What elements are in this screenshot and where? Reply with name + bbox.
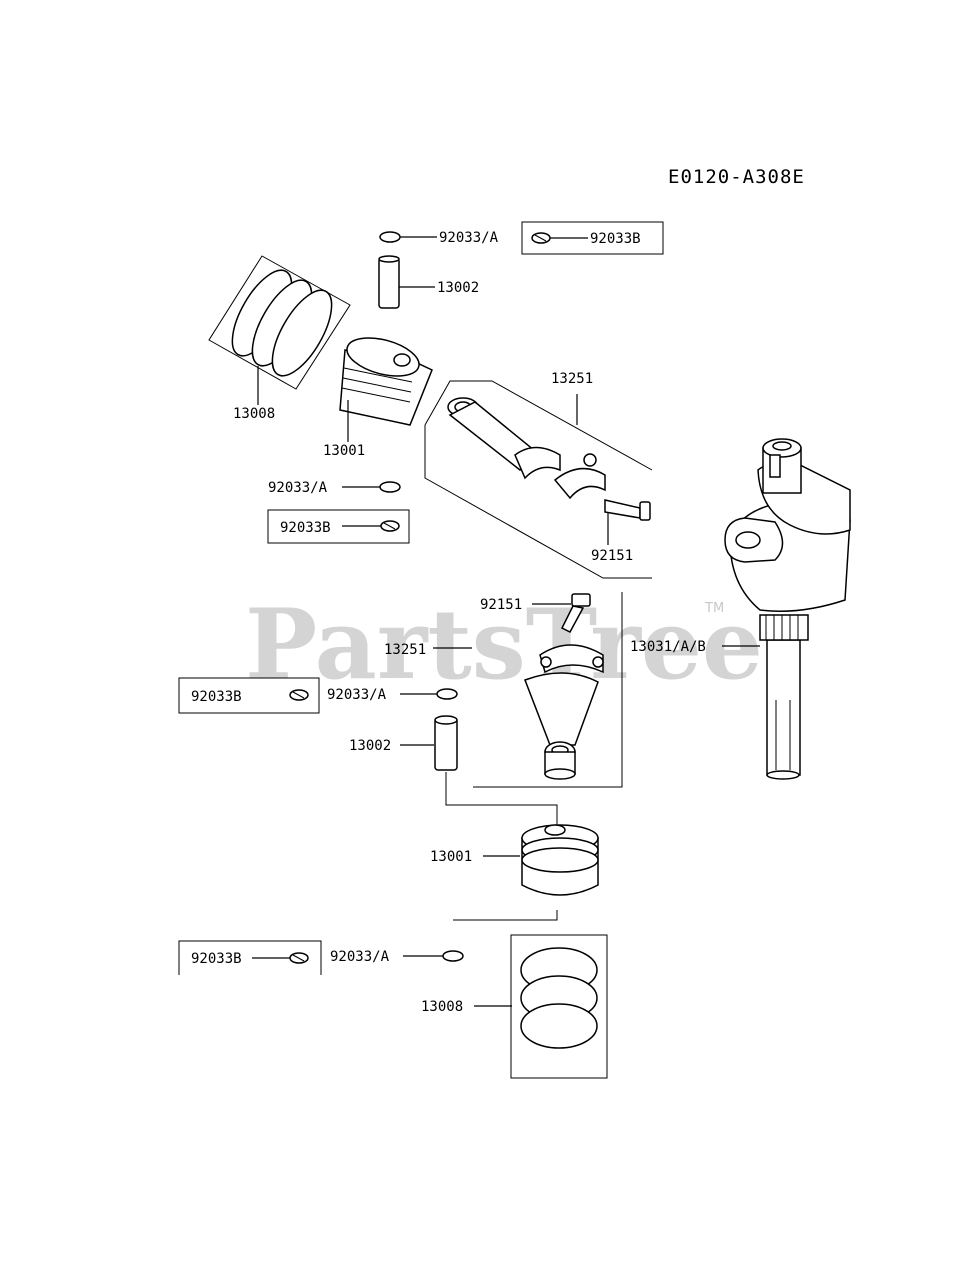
circlip-b-box [178, 940, 322, 975]
bolt-icon[interactable] [532, 593, 591, 633]
diagram-code: E0120-A308E [668, 166, 805, 188]
label-piston-top[interactable]: 13001 [323, 443, 365, 459]
circlip-b-icon[interactable] [252, 952, 309, 964]
watermark-text: PartsTree [245, 588, 763, 701]
label-circlip-low-b[interactable]: 92033B [191, 689, 242, 705]
piston-icon[interactable] [453, 824, 599, 921]
rod-frame [424, 380, 653, 471]
label-circlip-mid-a[interactable]: 92033/A [268, 480, 328, 496]
label-bolt-top[interactable]: 92151 [591, 548, 633, 564]
label-rod-low[interactable]: 13251 [384, 642, 426, 658]
circlip-b-icon[interactable] [342, 520, 400, 532]
rod-frame [473, 592, 623, 788]
watermark-tm: TM [704, 601, 724, 616]
label-piston-low[interactable]: 13001 [430, 849, 472, 865]
circlip-icon[interactable] [403, 950, 464, 962]
label-circlip-top-b[interactable]: 92033B [590, 231, 641, 247]
label-rod-top[interactable]: 13251 [551, 371, 593, 387]
label-bolt-low[interactable]: 92151 [480, 597, 522, 613]
circlip-b-box [521, 221, 664, 255]
circlip-icon[interactable] [379, 231, 437, 243]
bolt-icon[interactable] [604, 499, 651, 545]
circlip-b-icon[interactable] [531, 232, 588, 244]
circlip-b-icon[interactable] [289, 689, 309, 701]
label-rings-low[interactable]: 13008 [421, 999, 463, 1015]
piston-icon[interactable] [339, 331, 433, 442]
circlip-icon[interactable] [400, 688, 458, 700]
label-circlip-mid-b[interactable]: 92033B [280, 520, 331, 536]
circlip-icon[interactable] [342, 481, 401, 493]
label-rings-top[interactable]: 13008 [233, 406, 275, 422]
label-circlip-low-a[interactable]: 92033/A [327, 687, 387, 703]
label-pin-low[interactable]: 13002 [349, 738, 391, 754]
piston-rings-icon[interactable] [474, 947, 598, 1049]
crankshaft-icon[interactable] [724, 438, 851, 780]
circlip-b-box [267, 509, 410, 544]
piston-pin-icon[interactable] [400, 715, 558, 830]
label-circlip-bot-b[interactable]: 92033B [191, 951, 242, 967]
circlip-b-box [178, 677, 320, 714]
piston-pin-icon[interactable] [378, 255, 435, 309]
rod-frame-lower [424, 425, 652, 579]
label-crankshaft[interactable]: 13031/A/B [630, 639, 706, 655]
label-circlip-bot-a[interactable]: 92033/A [330, 949, 390, 965]
label-pin-top[interactable]: 13002 [437, 280, 479, 296]
connecting-rod-icon[interactable] [524, 644, 604, 780]
connecting-rod-icon[interactable] [447, 397, 606, 500]
label-circlip-top-a[interactable]: 92033/A [439, 230, 499, 246]
piston-rings-icon[interactable] [208, 255, 351, 405]
